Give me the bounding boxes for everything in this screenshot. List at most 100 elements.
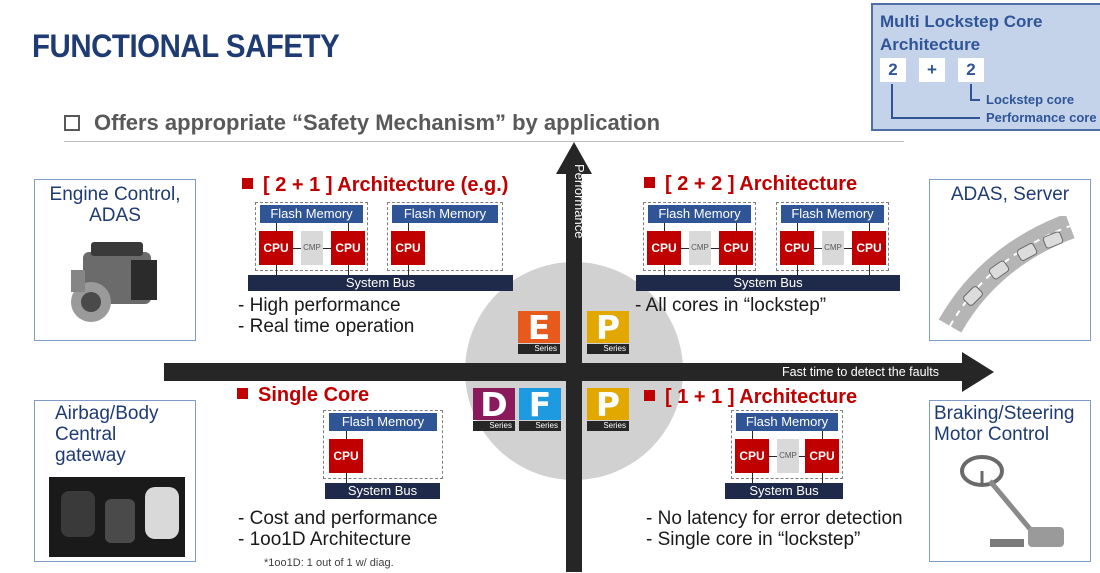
connector-line	[970, 84, 972, 100]
app-label-airbag: Airbag/Body Central gateway	[35, 401, 195, 466]
app-box-airbag: Airbag/Body Central gateway	[34, 400, 196, 562]
section-title-text: Single Core	[258, 384, 370, 406]
lockstep-core-count: 2	[958, 58, 984, 82]
core-group-lockstep	[643, 202, 756, 271]
cmp-block: CMP	[301, 231, 323, 265]
engine-icon	[71, 242, 157, 322]
multi-lockstep-title-line2: Architecture	[880, 35, 981, 54]
series-caption: Series	[519, 421, 561, 431]
flash-memory-block: Flash Memory	[260, 205, 363, 223]
section-title-text: [ 1 + 1 ] Architecture	[665, 386, 858, 408]
connector-line	[348, 265, 349, 275]
app-box-engine: Engine Control, ADAS	[34, 179, 196, 341]
square-bullet-icon	[644, 177, 655, 188]
connector-line	[664, 223, 665, 231]
series-badge-p-bottom: P Series	[587, 388, 629, 431]
connector-line	[814, 248, 822, 249]
connector-line	[711, 248, 719, 249]
steering-wheel-icon	[960, 455, 1064, 547]
cmp-block: CMP	[822, 231, 844, 265]
car-seats-icon	[49, 477, 185, 557]
cpu-block: CPU	[259, 231, 293, 265]
cpu-block: CPU	[391, 231, 425, 265]
series-caption: Series	[587, 421, 629, 431]
connector-line	[346, 431, 347, 439]
cpu-block: CPU	[719, 231, 753, 265]
connector-line	[891, 84, 893, 119]
flash-memory-block: Flash Memory	[648, 205, 751, 223]
point-text: - Cost and performance	[238, 508, 438, 529]
performance-axis-label: Performance	[572, 163, 587, 239]
app-label-adas-server: ADAS, Server	[950, 184, 1070, 205]
multi-lockstep-panel	[871, 3, 1100, 131]
connector-line	[822, 473, 823, 483]
series-letter: F	[519, 388, 561, 422]
arrow-up-icon	[556, 142, 592, 174]
series-letter: E	[518, 311, 560, 345]
connector-line	[664, 265, 665, 275]
performance-core-label: Performance core	[986, 110, 1097, 125]
connector-line	[752, 473, 753, 483]
connector-line	[736, 223, 737, 231]
connector-line	[844, 248, 852, 249]
app-label-engine: Engine Control, ADAS	[35, 180, 195, 226]
core-group-lockstep	[255, 202, 368, 271]
section-title-text: [ 2 + 2 ] Architecture	[665, 173, 858, 195]
system-bus: System Bus	[325, 483, 440, 499]
connector-line	[869, 223, 870, 231]
section-points-2plus2: - All cores in “lockstep”	[635, 295, 826, 316]
core-group-single	[387, 202, 503, 271]
cmp-block: CMP	[689, 231, 711, 265]
app-label-line: Engine Control,	[49, 184, 181, 205]
plus-sign: +	[919, 58, 945, 82]
checkbox-bullet-icon	[64, 115, 80, 131]
core-group-single	[323, 410, 443, 479]
app-label-line: Central	[55, 424, 117, 445]
connector-line	[408, 223, 409, 231]
connector-line	[891, 117, 980, 119]
series-caption: Series	[587, 344, 629, 354]
connector-line	[797, 265, 798, 275]
connector-line	[348, 223, 349, 231]
page-title: FUNCTIONAL SAFETY	[32, 28, 340, 64]
lockstep-core-label: Lockstep core	[986, 92, 1075, 107]
section-title-2plus2: [ 2 + 2 ] Architecture	[644, 173, 857, 196]
cpu-block: CPU	[647, 231, 681, 265]
system-bus: System Bus	[636, 275, 900, 291]
connector-line	[822, 431, 823, 439]
series-letter: P	[587, 311, 629, 345]
system-bus: System Bus	[725, 483, 843, 499]
fault-detection-axis	[164, 363, 964, 381]
connector-line	[293, 248, 301, 249]
series-caption: Series	[473, 421, 515, 431]
series-badge-d: D Series	[473, 388, 515, 431]
app-label-line: ADAS	[89, 205, 141, 226]
square-bullet-icon	[644, 390, 655, 401]
point-text: - Real time operation	[238, 316, 415, 337]
core-group-lockstep	[776, 202, 889, 271]
footnote: *1oo1D: 1 out of 1 w/ diag.	[264, 557, 394, 569]
flash-memory-block: Flash Memory	[736, 413, 838, 431]
cpu-block: CPU	[852, 231, 886, 265]
app-box-braking: Braking/Steering Motor Control	[929, 400, 1091, 562]
connector-line	[769, 456, 777, 457]
connector-line	[408, 265, 409, 275]
app-label-line: gateway	[55, 445, 126, 466]
connector-line	[276, 265, 277, 275]
cpu-block: CPU	[331, 231, 365, 265]
flash-memory-block: Flash Memory	[329, 413, 437, 431]
app-label-line: Airbag/Body	[55, 403, 159, 424]
cpu-block: CPU	[329, 439, 363, 473]
series-badge-f: F Series	[519, 388, 561, 431]
connector-line	[970, 99, 980, 101]
series-badge-p-top: P Series	[587, 311, 629, 354]
series-caption: Series	[518, 344, 560, 354]
section-title-2plus1: [ 2 + 1 ] Architecture (e.g.)	[242, 174, 508, 197]
fault-detection-axis-label: Fast time to detect the faults	[782, 365, 940, 379]
multi-lockstep-title: Multi Lockstep Core Architecture	[880, 10, 1042, 56]
section-title-text: [ 2 + 1 ] Architecture (e.g.)	[263, 174, 509, 196]
square-bullet-icon	[242, 178, 253, 189]
series-letter: P	[587, 388, 629, 422]
point-text: - 1oo1D Architecture	[238, 529, 412, 550]
flash-memory-block: Flash Memory	[392, 205, 498, 223]
